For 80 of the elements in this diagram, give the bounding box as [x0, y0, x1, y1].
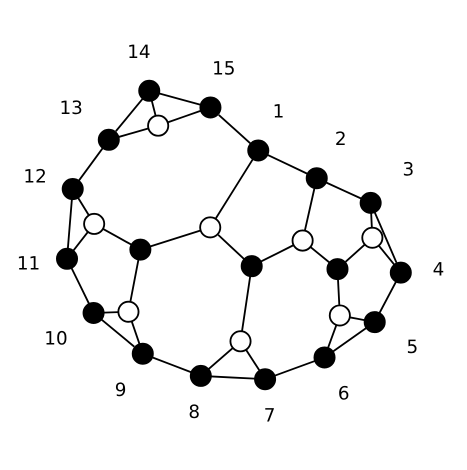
node-circle	[328, 304, 351, 326]
connector	[168, 110, 202, 123]
connector	[378, 245, 395, 266]
connector	[100, 318, 135, 348]
connector	[104, 311, 118, 314]
connector	[310, 246, 330, 264]
connector	[304, 188, 316, 231]
connector	[208, 347, 234, 370]
connector	[344, 244, 366, 262]
node-label: 5	[406, 337, 418, 358]
connector	[211, 376, 255, 380]
node-circle	[230, 330, 252, 352]
node-label: 13	[59, 98, 83, 120]
connector	[327, 324, 338, 348]
connector	[214, 158, 254, 220]
connector	[70, 268, 90, 304]
connector	[130, 260, 140, 302]
node-circle	[360, 192, 382, 214]
node-circle	[254, 368, 276, 390]
node-circle	[82, 302, 105, 324]
connector	[150, 100, 157, 116]
connector	[370, 213, 373, 228]
node-circle	[117, 300, 140, 323]
node-label: 7	[264, 405, 276, 426]
connector	[337, 280, 340, 305]
node-circle	[364, 311, 386, 334]
connector	[267, 154, 308, 174]
connector	[245, 350, 260, 371]
node-circle	[306, 167, 328, 190]
connector	[378, 281, 397, 314]
node-label: 12	[23, 166, 47, 188]
node-circle	[129, 238, 152, 261]
node-label: 14	[127, 42, 151, 63]
node-circle	[132, 342, 154, 365]
node-circle	[138, 80, 160, 102]
node-circle	[190, 364, 212, 387]
node-label: 3	[402, 159, 414, 180]
connector	[241, 276, 252, 332]
node-circle	[199, 216, 222, 238]
connector	[218, 234, 245, 260]
node-circle	[199, 96, 222, 118]
connector	[260, 244, 294, 262]
node-label: 8	[188, 402, 200, 424]
node-circle	[247, 139, 270, 162]
node-circle	[147, 114, 170, 137]
connector	[115, 98, 144, 132]
connector	[326, 182, 362, 200]
node-label: 11	[16, 253, 40, 274]
node-circle	[390, 262, 412, 284]
node-circle	[98, 128, 120, 151]
node-label: 10	[44, 328, 68, 350]
connector	[118, 128, 148, 138]
connector	[274, 360, 316, 377]
node-circle	[62, 178, 84, 200]
node-circle	[314, 346, 336, 368]
connector	[78, 148, 104, 182]
connector	[66, 199, 73, 249]
node-label: 2	[334, 129, 347, 150]
node-label: 15	[212, 58, 236, 80]
connector	[332, 327, 367, 352]
connector	[159, 92, 201, 106]
connector	[72, 231, 89, 252]
node-label: 1	[272, 101, 284, 122]
node-label: 9	[114, 380, 126, 401]
connector	[150, 230, 200, 248]
connector	[130, 321, 140, 344]
node-label: 6	[338, 384, 350, 405]
node-label: 4	[432, 260, 444, 281]
node-circle	[83, 212, 106, 235]
node-circle	[56, 248, 78, 270]
connector	[374, 212, 398, 263]
connector	[77, 197, 90, 216]
node-circle	[361, 226, 384, 249]
connector	[218, 114, 252, 144]
connector	[152, 356, 192, 374]
node-circle	[292, 230, 314, 252]
connector	[102, 228, 132, 246]
connector	[350, 316, 365, 322]
node-circle	[240, 255, 263, 278]
node-circle	[326, 258, 348, 280]
